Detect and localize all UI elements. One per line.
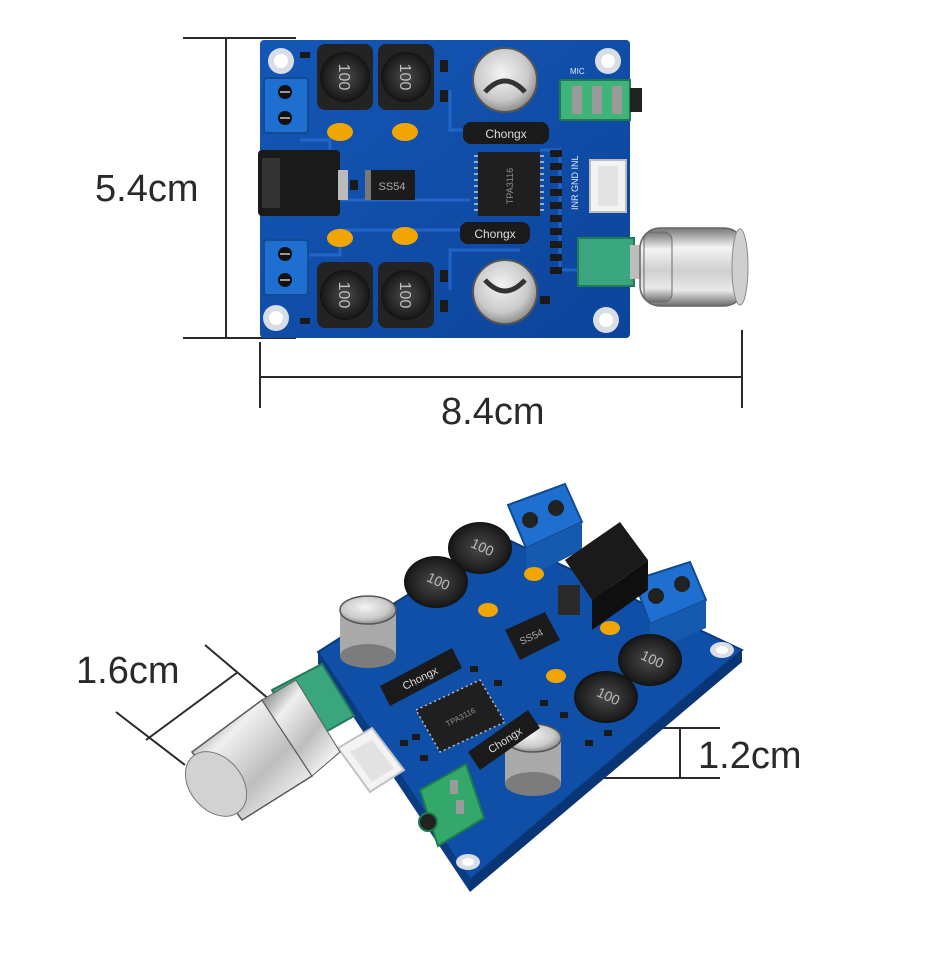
electrolytic-cap-angled-1: [339, 595, 397, 668]
electrolytic-cap-top-1: [472, 47, 538, 113]
black-capacitor-top-2: Chongx: [460, 222, 530, 244]
inductor-2: 100: [378, 44, 434, 110]
jack-label: MIC: [570, 67, 585, 76]
audio-jack-top: MIC: [559, 67, 642, 121]
board-height-label: 1.2cm: [698, 735, 802, 777]
audio-jack-angled: [418, 762, 486, 848]
electrolytic-cap-top-2: [472, 259, 538, 325]
terminal-block-angled-1: [506, 482, 584, 578]
input-header-label: INR GND INL: [570, 155, 580, 210]
inductor-angled-2: 100: [404, 556, 468, 608]
mounting-holes-angled: [456, 642, 734, 870]
chip-label: TPA3116: [505, 168, 515, 204]
tantalum-capacitors-top: [327, 123, 418, 247]
cap-brand-label: Chongx: [474, 227, 515, 241]
length-dimension-lines: [259, 330, 743, 408]
inductor-label: 100: [335, 64, 352, 91]
dc-power-jack-top: [258, 150, 348, 216]
input-header-top: INR GND INL: [570, 155, 627, 213]
inductor-label: 100: [335, 282, 352, 309]
smd-components-top: [300, 52, 562, 324]
potentiometer-top: [577, 237, 644, 287]
diode-label: SS54: [379, 181, 406, 193]
angled-view-board: 100 100 100 100 SS54: [115, 482, 744, 892]
terminal-block-left-bottom: [263, 239, 309, 296]
inductor-angled-3: 100: [618, 634, 682, 686]
inductor-3: 100: [317, 262, 373, 328]
volume-knob-top: [639, 227, 749, 307]
tpa3116-chip-top: TPA3116: [474, 152, 544, 216]
dc-power-jack-angled: [558, 522, 648, 630]
top-view-board: 100 100 100 100 SS54: [183, 37, 749, 408]
tpa3116-chip-angled: TPA3116: [414, 679, 507, 753]
knob-height-label: 1.6cm: [76, 650, 180, 692]
black-capacitor-angled-2: Chongx: [468, 710, 540, 770]
cap-brand-label: Chongx: [485, 127, 526, 141]
terminal-block-left-top: [263, 77, 309, 134]
board-width-label: 5.4cm: [95, 168, 199, 210]
ss54-diode-angled: SS54: [505, 612, 560, 660]
board-length-label: 8.4cm: [441, 391, 545, 433]
inductor-label: 100: [396, 64, 413, 91]
pcb-angled-edge: [470, 650, 742, 892]
ss54-diode-top: SS54: [365, 170, 415, 200]
inductor-label: 100: [396, 282, 413, 309]
input-header-angled: [336, 726, 406, 794]
mounting-holes-top: [263, 48, 621, 333]
volume-knob-angled: [184, 679, 341, 822]
tantalum-capacitors-angled: [478, 567, 620, 683]
knob-height-dimension-lines: [115, 644, 271, 766]
inductor-angled-1: 100: [448, 522, 512, 574]
inductor-4: 100: [378, 262, 434, 328]
inductor-1: 100: [317, 44, 373, 110]
black-capacitor-top-1: Chongx: [463, 122, 549, 144]
inductor-angled-4: 100: [574, 671, 638, 723]
